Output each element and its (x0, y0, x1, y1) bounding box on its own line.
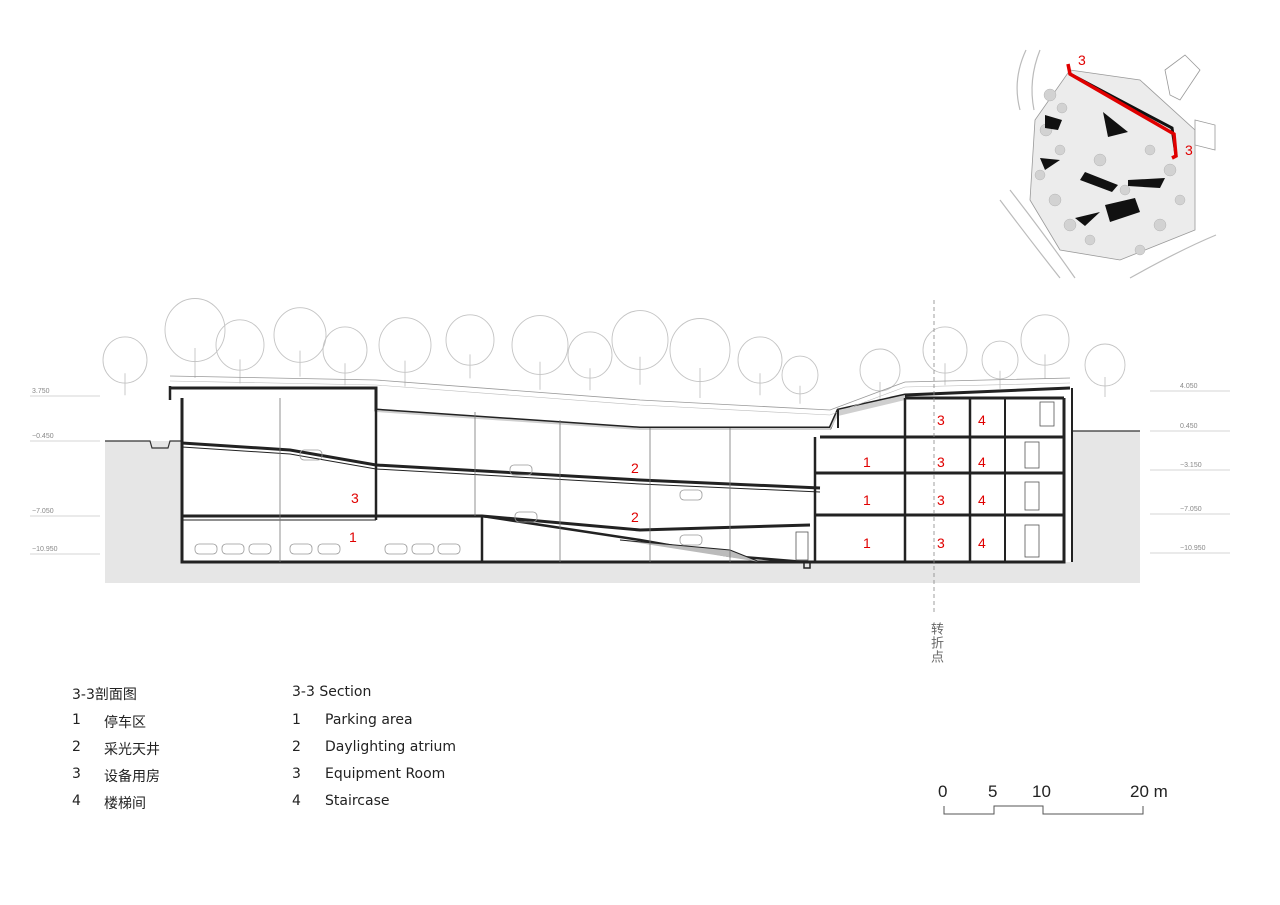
legend-label: Equipment Room (325, 766, 446, 782)
ground (105, 430, 1140, 583)
scale-bar (943, 805, 1144, 815)
legend-num: 1 (292, 712, 301, 728)
room-tag: 1 (863, 454, 871, 470)
legend-label: 采光天井 (104, 742, 160, 758)
scale-tick-5: 5 (988, 782, 998, 801)
legend-num: 2 (292, 739, 301, 755)
room-tag: 4 (978, 492, 986, 508)
car-icon (289, 543, 313, 555)
room-tag: 3 (351, 490, 359, 506)
room-tags: 2 3 2 1 3 4 1 3 4 1 3 4 1 3 4 (349, 412, 986, 551)
car-icon (248, 543, 272, 555)
car-icon (299, 449, 323, 461)
legend-english: 3-3 Section 1 Parking area 2 Daylighting… (292, 684, 552, 814)
legend-label: 设备用房 (104, 769, 160, 785)
section-marker-right: 3 (1185, 142, 1193, 158)
level-right-2: 0.450 (1180, 423, 1198, 430)
car-icon (194, 543, 218, 555)
level-left-3: −7.050 (32, 508, 54, 515)
legend-label: 停车区 (104, 715, 146, 731)
room-tag: 2 (631, 460, 639, 476)
level-marks-left: 3.750 −0.450 −7.050 −10.950 (30, 388, 100, 555)
room-tag: 4 (978, 412, 986, 428)
car-icon (509, 464, 533, 476)
legend-label: Staircase (325, 793, 390, 809)
legend-num: 3 (292, 766, 301, 782)
room-tag: 1 (863, 492, 871, 508)
car-icon (437, 543, 461, 555)
building-section (168, 375, 1073, 569)
key-plan: 3 3 (998, 48, 1217, 279)
level-right-1: 4.050 (1180, 383, 1198, 390)
level-left-1: 3.750 (32, 388, 50, 395)
car-icon (679, 489, 703, 501)
section-marker-top: 3 (1078, 52, 1086, 68)
room-tag: 4 (978, 535, 986, 551)
legend-num: 1 (72, 712, 81, 728)
legend-num: 4 (292, 793, 301, 809)
level-marks-right: 4.050 0.450 −3.150 −7.050 −10.950 (1150, 383, 1230, 554)
car-icon (384, 543, 408, 555)
legend-label: Daylighting atrium (325, 739, 456, 755)
room-tag: 3 (937, 535, 945, 551)
car-icon (221, 543, 245, 555)
room-tag: 1 (863, 535, 871, 551)
turning-point-label: 转折点 (928, 622, 943, 664)
section-cut-line (1066, 63, 1178, 160)
legend-label: Parking area (325, 712, 413, 728)
level-left-4: −10.950 (32, 546, 58, 553)
car-icon (514, 511, 538, 523)
legend-num: 4 (72, 793, 81, 809)
car-icon (679, 534, 703, 546)
room-tag: 4 (978, 454, 986, 470)
room-tag: 2 (631, 509, 639, 525)
legend-title: 3-3剖面图 (72, 687, 137, 703)
legend-title: 3-3 Section (292, 684, 372, 700)
room-tag: 3 (937, 454, 945, 470)
scale-tick-20: 20 m (1130, 782, 1168, 801)
level-right-3: −3.150 (1180, 462, 1202, 469)
legend-chinese: 3-3剖面图 1 停车区 2 采光天井 3 设备用房 4 楼梯间 (72, 684, 272, 814)
car-icon (411, 543, 435, 555)
scale-tick-0: 0 (938, 782, 948, 801)
legend-num: 2 (72, 739, 81, 755)
room-tag: 1 (349, 529, 357, 545)
background-trees (102, 298, 1126, 404)
legend-num: 3 (72, 766, 81, 782)
room-tag: 3 (937, 492, 945, 508)
car-icon (317, 543, 341, 555)
legend-label: 楼梯间 (104, 796, 146, 812)
level-left-2: −0.450 (32, 433, 54, 440)
level-right-4: −7.050 (1180, 506, 1202, 513)
scale-tick-10: 10 (1032, 782, 1051, 801)
level-right-5: −10.950 (1180, 545, 1206, 552)
room-tag: 3 (937, 412, 945, 428)
